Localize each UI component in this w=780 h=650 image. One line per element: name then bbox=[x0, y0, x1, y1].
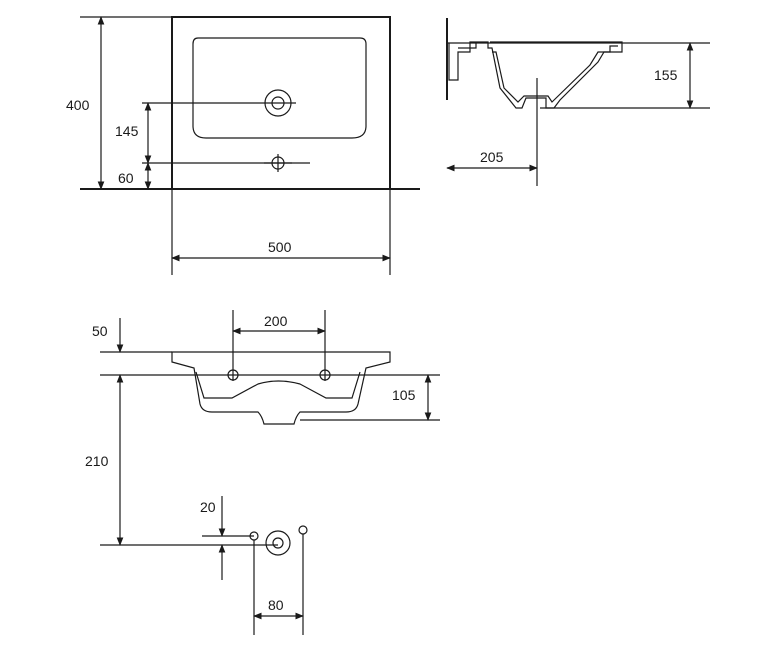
dim-label-205: 205 bbox=[480, 149, 504, 165]
fixing-bolt-right bbox=[298, 525, 308, 535]
dim-label-500: 500 bbox=[268, 239, 292, 255]
basin-bowl bbox=[192, 37, 367, 139]
front-view: 200 50 105 210 20 80 bbox=[85, 310, 440, 635]
fixing-drain-outer bbox=[265, 530, 291, 556]
dim-label-20: 20 bbox=[200, 499, 216, 515]
dim-label-60: 60 bbox=[118, 170, 134, 186]
sink-front-inner-bowl bbox=[195, 371, 361, 399]
dim-label-105: 105 bbox=[392, 387, 416, 403]
top-view: 400 145 60 500 bbox=[66, 16, 420, 275]
dim-label-155: 155 bbox=[654, 67, 678, 83]
dim-label-145: 145 bbox=[115, 123, 139, 139]
dim-label-50: 50 bbox=[92, 323, 108, 339]
dim-label-80: 80 bbox=[268, 597, 284, 613]
side-view: 155 205 bbox=[446, 18, 710, 186]
sink-side-profile-outer bbox=[448, 41, 623, 109]
dim-label-200: 200 bbox=[264, 313, 288, 329]
dim-label-210: 210 bbox=[85, 453, 109, 469]
sink-front-profile bbox=[171, 351, 391, 425]
sink-side-profile-inner bbox=[458, 42, 618, 103]
dim-label-400: 400 bbox=[66, 97, 90, 113]
fixing-drain-inner bbox=[272, 537, 284, 549]
